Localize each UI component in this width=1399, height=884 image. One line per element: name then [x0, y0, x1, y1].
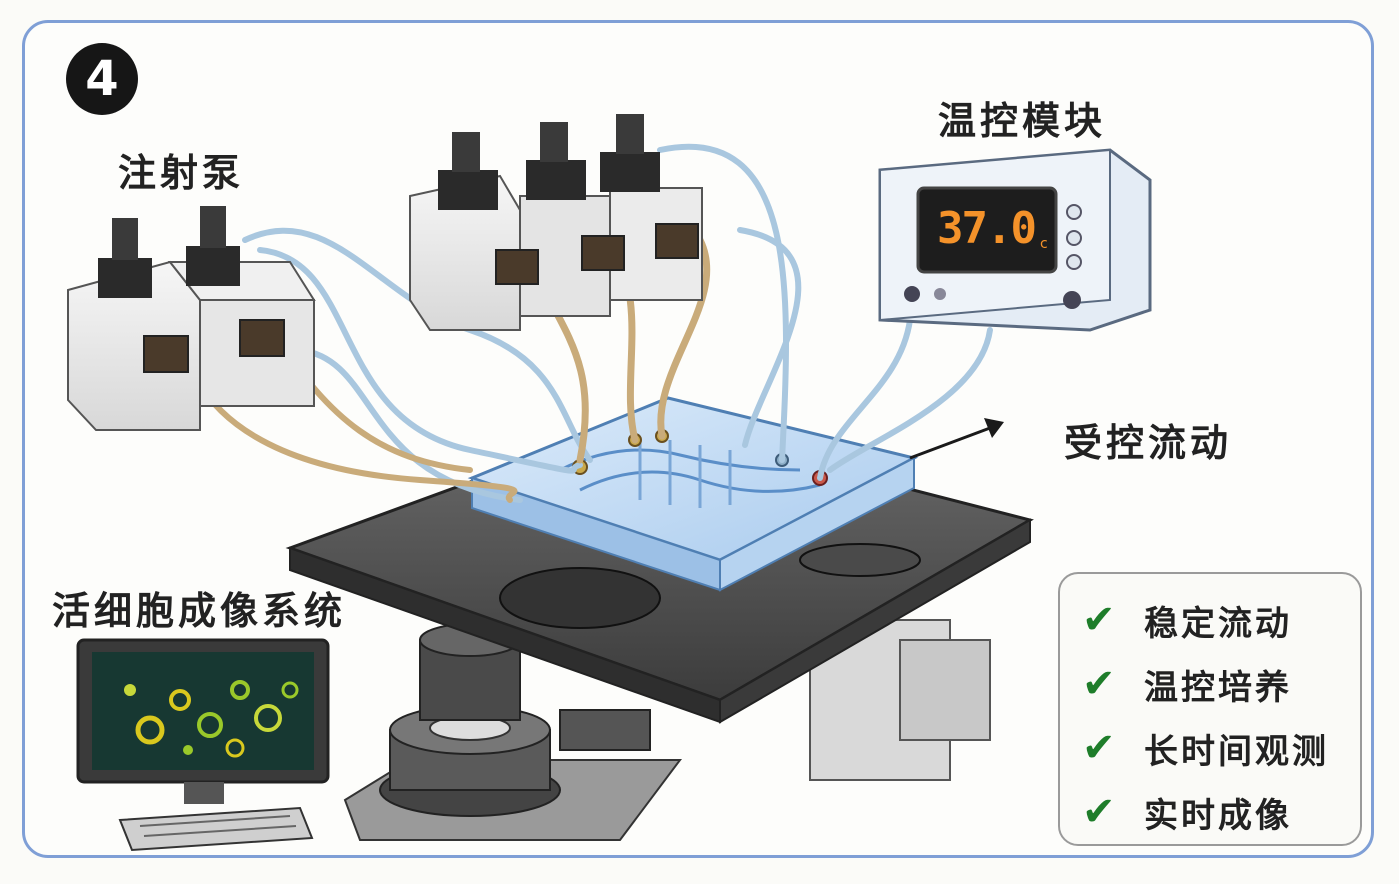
step-badge: 4 — [66, 43, 138, 115]
checklist-item: ✔ 实时成像 — [1082, 780, 1360, 844]
check-icon: ✔ — [1082, 725, 1116, 771]
syringe-pump-label: 注射泵 — [118, 151, 245, 195]
temperature-module: c — [878, 148, 1152, 332]
syringe-pump-top-group — [409, 114, 703, 331]
live-cell-imaging-label: 活细胞成像系统 — [52, 589, 347, 633]
tubing — [182, 143, 993, 503]
temperature-module-label: 温控模块 — [938, 99, 1107, 143]
syringe-pump-left-group — [67, 206, 316, 431]
checklist-item: ✔ 稳定流动 — [1082, 588, 1360, 652]
check-icon: ✔ — [1082, 597, 1116, 643]
checklist-item: ✔ 温控培养 — [1082, 652, 1360, 716]
checklist-item: ✔ 长时间观测 — [1082, 716, 1360, 780]
checklist-item-text: 稳定流动 — [1144, 603, 1292, 644]
checklist-item-text: 长时间观测 — [1144, 731, 1329, 772]
feature-checklist: ✔ 稳定流动 ✔ 温控培养 ✔ 长时间观测 ✔ 实时成像 — [1058, 572, 1362, 846]
microscope — [343, 619, 991, 841]
checklist-item-text: 实时成像 — [1144, 795, 1292, 836]
imaging-monitor — [76, 638, 330, 852]
svg-text:c: c — [1040, 236, 1048, 252]
flow-arrow — [909, 418, 1004, 460]
check-icon: ✔ — [1082, 661, 1116, 707]
check-icon: ✔ — [1082, 789, 1116, 835]
temperature-readout: 37.0 — [937, 202, 1037, 254]
controlled-flow-label: 受控流动 — [1064, 421, 1233, 465]
checklist-item-text: 温控培养 — [1144, 667, 1292, 708]
